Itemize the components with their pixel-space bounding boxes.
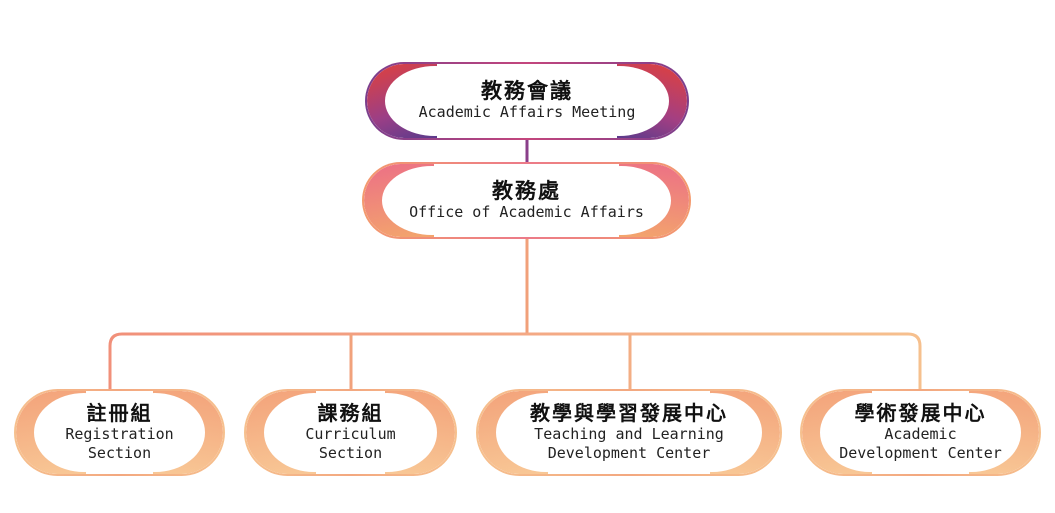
node-cap-left (364, 164, 482, 237)
node-title-en-line2: Development Center (547, 444, 711, 462)
node-title-zh: 學術發展中心 (854, 400, 987, 425)
node-teaching-learning-center: 教學與學習發展中心 Teaching and Learning Developm… (476, 389, 782, 476)
node-title-en-line1: Registration (65, 424, 174, 443)
node-office-of-academic-affairs: 教務處 Office of Academic Affairs (362, 162, 691, 239)
node-title-zh: 課務組 (317, 400, 384, 425)
node-title-en-line1: Curriculum (305, 424, 396, 443)
node-title-en-line2: Development Center (839, 444, 1002, 462)
node-title-zh: 教務處 (492, 178, 561, 203)
node-cap-right (662, 391, 780, 474)
node-cap-left (367, 64, 485, 138)
node-cap-left (802, 391, 920, 474)
connector-bus (108, 332, 922, 389)
node-title-zh: 教務會議 (481, 79, 573, 104)
node-title-en-line1: Teaching and Learning (534, 424, 724, 443)
node-title-zh: 教學與學習發展中心 (530, 400, 728, 425)
node-cap-right (337, 391, 455, 474)
node-title-en-line2: Section (318, 444, 383, 462)
node-cap-left (246, 391, 364, 474)
node-title-en-line1: Academic (884, 424, 957, 443)
node-title-en: Office of Academic Affairs (409, 202, 644, 221)
node-cap-right (571, 164, 689, 237)
node-academic-development-center: 學術發展中心 Academic Development Center (800, 389, 1041, 476)
node-cap-left (478, 391, 596, 474)
node-title-zh: 註冊組 (86, 400, 153, 425)
node-cap-right (105, 391, 223, 474)
node-curriculum-section: 課務組 Curriculum Section (244, 389, 457, 476)
node-title-en: Academic Affairs Meeting (418, 103, 636, 122)
node-title-en-line2: Section (87, 444, 152, 462)
node-academic-affairs-meeting: 教務會議 Academic Affairs Meeting (365, 62, 689, 140)
node-cap-right (921, 391, 1039, 474)
node-registration-section: 註冊組 Registration Section (14, 389, 225, 476)
node-cap-right (569, 64, 687, 138)
